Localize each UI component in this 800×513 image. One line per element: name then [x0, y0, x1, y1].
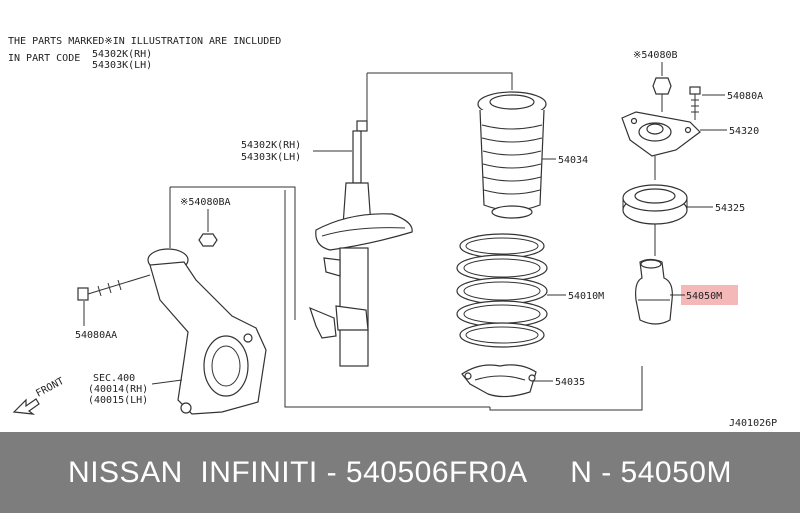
label-strut-rh: 54302K(RH)	[241, 140, 301, 151]
label-strut-lh: 54303K(LH)	[241, 152, 301, 163]
bolt-54080aa	[77, 274, 151, 301]
front-arrow-icon	[12, 398, 40, 415]
label-54050m: 54050M	[686, 291, 722, 302]
label-54034: 54034	[558, 155, 588, 166]
bump-stopper-54050m	[635, 258, 673, 325]
bearing-54325	[622, 184, 688, 225]
strut-assembly-bracket-top	[367, 72, 513, 90]
mount-plate-54320	[621, 111, 701, 157]
label-54035: 54035	[555, 377, 585, 388]
part-number-banner: NISSAN INFINITI - 540506FR0A N - 54050M	[0, 432, 800, 513]
right-column-bracket	[489, 366, 643, 411]
label-54080aa: 54080AA	[75, 330, 117, 341]
leader-sec	[151, 379, 183, 385]
nut-54080ba	[198, 233, 218, 247]
nut-54080b	[652, 77, 672, 112]
strut-assembly	[309, 120, 413, 367]
label-54080ba: ※54080BA	[180, 197, 231, 208]
label-54320: 54320	[729, 126, 759, 137]
lower-seat-54035	[461, 364, 537, 398]
note-line-2-lh: 54303K(LH)	[92, 60, 152, 71]
label-54010m: 54010M	[568, 291, 604, 302]
note-line-1: THE PARTS MARKED※IN ILLUSTRATION ARE INC…	[8, 36, 281, 47]
label-front: FRONT	[34, 376, 66, 400]
strut-assembly-bracket-bottom	[284, 190, 490, 408]
bolt-54080a	[689, 86, 701, 120]
label-sec-lh: (40015(LH)	[88, 395, 148, 406]
coil-spring-54010m	[456, 233, 548, 348]
knuckle-bracket	[170, 186, 296, 320]
label-54080b: ※54080B	[633, 50, 678, 61]
highlight-54050m	[681, 285, 738, 305]
label-54080a: 54080A	[727, 91, 763, 102]
label-54325: 54325	[715, 203, 745, 214]
label-sec: SEC.400	[93, 373, 135, 384]
diagram-reference: J401026P	[729, 418, 777, 429]
dust-boot-54034	[477, 91, 547, 219]
part-number-text: NISSAN INFINITI - 540506FR0A N - 54050M	[68, 455, 732, 489]
note-line-2-prefix: IN PART CODE	[8, 53, 80, 64]
parts-diagram: THE PARTS MARKED※IN ILLUSTRATION ARE INC…	[8, 36, 778, 429]
steering-knuckle	[147, 248, 267, 415]
label-sec-rh: (40014(RH)	[88, 384, 148, 395]
note-line-2-rh: 54302K(RH)	[92, 49, 152, 60]
